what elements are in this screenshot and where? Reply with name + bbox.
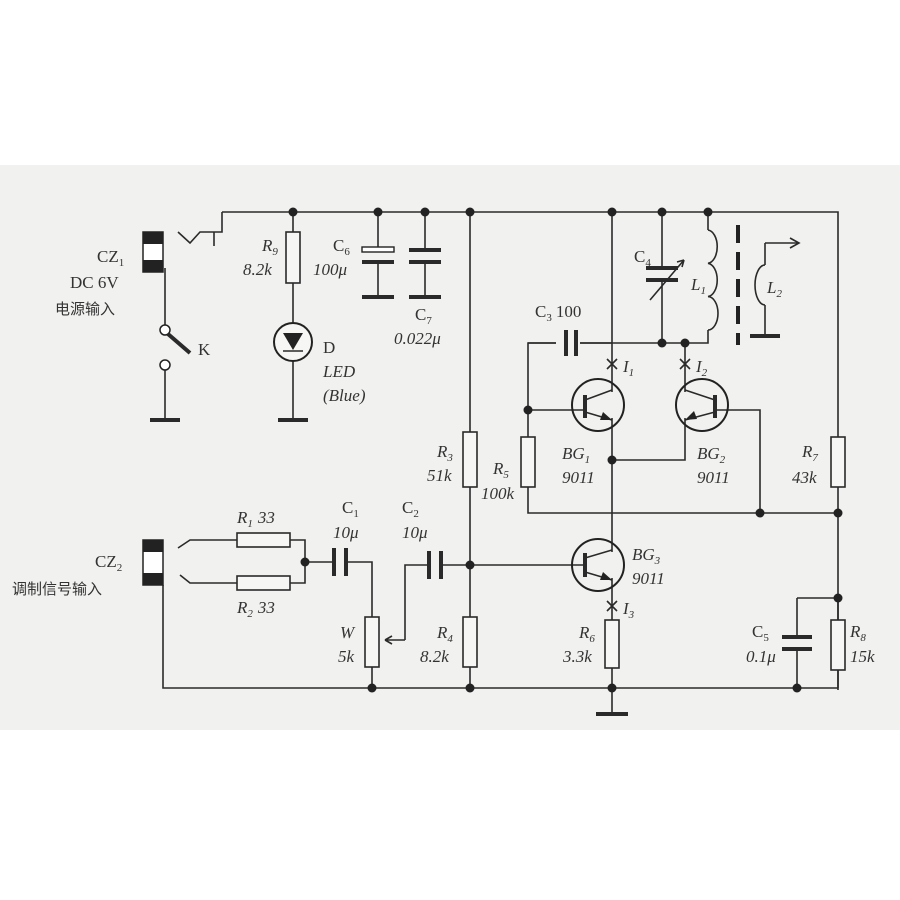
label-bg2-value: 9011 [697,468,730,487]
junction-dots [288,207,843,693]
resistor-r1 [236,532,291,548]
resistor-r3 [462,431,478,488]
label-d-value: LED [322,362,356,381]
label-c6: C6 [333,236,350,258]
capacitor-c2 [427,551,443,579]
label-c2: C2 [402,498,419,520]
label-c7-value: 0.022μ [394,329,441,348]
label-d-color: (Blue) [323,386,366,405]
potentiometer-w [364,616,380,668]
label-r4: R4 [436,623,453,645]
label-bg1-value: 9011 [562,468,595,487]
label-cz2: CZ2 [95,552,122,574]
resistor-r8 [830,619,846,671]
capacitor-c4 [646,266,678,282]
components [142,225,846,716]
transistor-bg3 [571,538,625,592]
label-r5: R5 [492,459,509,481]
label-c5-value: 0.1μ [746,647,776,666]
capacitor-c6 [361,246,395,253]
label-bg3-value: 9011 [632,569,665,588]
label-l1: L1 [690,275,706,297]
label-power-input: 电源输入 [55,300,115,318]
inductor-l1 [707,229,719,331]
label-c1-value: 10μ [333,523,359,542]
label-r3-value: 51k [427,466,452,485]
capacitor-c7 [409,248,441,299]
label-bg1: BG1 [562,444,590,466]
label-c5: C5 [752,622,769,644]
label-cz1: CZ1 [97,247,124,269]
label-r6-value: 3.3k [562,647,592,666]
resistor-r4 [462,616,478,668]
resistor-r6 [604,619,620,669]
label-i1: I1 [622,357,634,379]
label-bg2: BG2 [697,444,726,466]
transistor-bg1 [571,378,625,432]
label-r7: R7 [801,442,818,464]
transistor-bg2 [675,378,729,432]
capacitor-c5 [782,635,812,651]
switch-k [166,332,192,355]
capacitor-c1 [332,548,348,576]
output-arrow [789,237,801,249]
label-cz1-value: DC 6V [70,273,119,292]
label-w-value: 5k [338,647,355,666]
label-l2: L2 [766,278,782,300]
label-w: W [340,623,356,642]
label-c2-value: 10μ [402,523,428,542]
label-c7: C7 [415,305,432,327]
resistor-r7 [830,436,846,488]
label-r6: R6 [578,623,595,645]
current-test-points [606,358,691,612]
label-r8-value: 15k [850,647,875,666]
label-c4: C4 [634,247,651,269]
label-r3: R3 [436,442,453,464]
labels: CZ1 DC 6V 电源输入 K R9 8.2k D LED (Blue) C6… [12,236,875,666]
resistor-r2 [236,575,291,591]
label-c6-value: 100μ [313,260,347,279]
label-r4-value: 8.2k [420,647,449,666]
label-modulation-input: 调制信号输入 [12,580,102,598]
inductor-l2 [754,264,766,306]
label-k: K [198,340,211,359]
label-i2: I2 [695,357,708,379]
label-d: D [323,338,335,357]
wiper-arrow [384,635,405,645]
resistor-r5 [520,436,536,488]
label-i3: I3 [622,599,635,621]
label-bg3: BG3 [632,545,661,567]
label-r9-value: 8.2k [243,260,272,279]
label-r9: R9 [261,236,278,258]
label-r5-value: 100k [481,484,515,503]
label-c1: C1 [342,498,359,520]
label-r8: R8 [849,622,866,644]
label-r7-value: 43k [792,468,817,487]
resistor-r9 [285,231,301,284]
capacitor-c3 [564,330,578,356]
